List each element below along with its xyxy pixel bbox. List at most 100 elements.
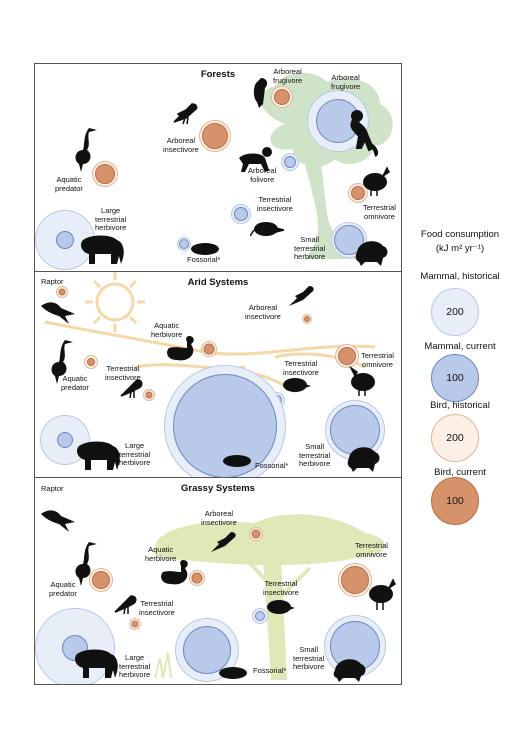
legend-label-mammal-historical: Mammal, historical bbox=[420, 271, 500, 282]
songbird-icon bbox=[120, 379, 143, 398]
songbird-icon bbox=[173, 103, 198, 125]
label-small-terrestrial-herbivore: Small terrestrial herbivore bbox=[294, 235, 326, 261]
legend-value: 100 bbox=[446, 372, 464, 384]
bird-current-circle bbox=[191, 572, 203, 584]
bird-current-circle bbox=[274, 89, 290, 105]
guineafowl-icon bbox=[369, 578, 396, 610]
label-terrestrial-omnivore: Terrestrial omnivore bbox=[355, 541, 388, 559]
label-aquatic-predator: Aquatic predator bbox=[61, 374, 89, 392]
guineafowl-icon bbox=[349, 365, 375, 396]
label-arboreal-insectivore: Arboreal insectivore bbox=[245, 303, 281, 321]
label-fossorial: Fossorial* bbox=[255, 461, 289, 470]
label-large-terrestrial-herbivore: Large terrestrial herbivore bbox=[119, 653, 151, 679]
label-terrestrial-insectivore: Terrestrial insectivore bbox=[105, 364, 141, 382]
legend-label-bird-historical: Bird, historical bbox=[430, 400, 490, 411]
monkey-icon bbox=[350, 110, 379, 157]
songbird-icon bbox=[211, 532, 236, 552]
mole-icon bbox=[219, 667, 247, 679]
mammal-current-circle bbox=[183, 626, 231, 674]
elephant-icon bbox=[77, 441, 120, 470]
legend-circle-mammal-historical: 200 bbox=[431, 288, 479, 336]
elephant-icon bbox=[75, 649, 118, 678]
label-arboreal-frugivore: Arboreal frugivore bbox=[273, 67, 303, 85]
duck-icon bbox=[161, 560, 188, 585]
mammal-current-circle bbox=[57, 432, 73, 448]
label-raptor: Raptor bbox=[41, 484, 64, 493]
label-arboreal-folivore: Arboreal folivore bbox=[248, 166, 277, 184]
songbird-icon bbox=[289, 286, 314, 306]
monkey-icon bbox=[239, 147, 272, 172]
grassy-systems-panel: Grassy Systems Raptor Arboreal insectivo… bbox=[34, 477, 402, 685]
label-terrestrial-insectivore: Terrestrial insectivore bbox=[257, 195, 293, 213]
legend-circle-bird-current: 100 bbox=[431, 477, 479, 525]
label-fossorial: Fossorial* bbox=[187, 255, 221, 264]
label-fossorial: Fossorial* bbox=[253, 666, 287, 675]
panel-title: Forests bbox=[200, 69, 236, 80]
panel-title: Grassy Systems bbox=[181, 483, 255, 494]
panel-title: Arid Systems bbox=[187, 277, 249, 288]
mammal-current-circle bbox=[255, 611, 265, 621]
bird-current-circle bbox=[338, 347, 356, 365]
mole-icon bbox=[191, 243, 219, 255]
rodent-icon bbox=[333, 659, 366, 682]
shrew-icon bbox=[267, 600, 295, 614]
mammal-current-circle bbox=[284, 156, 296, 168]
arid-systems-panel: Arid Systems Raptor Arboreal insectivore… bbox=[34, 271, 402, 478]
label-arboreal-insectivore: Arboreal insectivore bbox=[163, 136, 199, 154]
bird-current-circle bbox=[202, 123, 228, 149]
parrot-icon bbox=[253, 78, 268, 108]
label-large-terrestrial-herbivore: Large terrestrial herbivore bbox=[119, 441, 151, 467]
bird-current-circle bbox=[87, 358, 95, 366]
heron-icon bbox=[51, 340, 73, 384]
bird-current-circle bbox=[131, 620, 139, 628]
bird-current-circle bbox=[203, 343, 215, 355]
raptor-icon bbox=[41, 510, 75, 532]
legend-units: (kJ m² yr⁻¹) bbox=[435, 243, 485, 254]
bird-current-circle bbox=[58, 288, 66, 296]
grassland-tree-background bbox=[153, 514, 385, 680]
bird-current-circle bbox=[95, 164, 115, 184]
label-arboreal-insectivore: Arboreal insectivore bbox=[201, 509, 237, 527]
legend-value: 100 bbox=[446, 495, 464, 507]
rodent-icon bbox=[355, 241, 388, 266]
mammal-current-circle bbox=[62, 635, 88, 661]
label-aquatic-predator: Aquatic predator bbox=[49, 580, 77, 598]
label-aquatic-predator: Aquatic predator bbox=[55, 175, 83, 193]
bird-current-circle bbox=[92, 571, 110, 589]
bird-current-circle bbox=[145, 391, 153, 399]
bird-current-circle bbox=[351, 186, 365, 200]
rodent-icon bbox=[347, 447, 380, 472]
label-arboreal-frugivore: Arboreal frugivore bbox=[331, 73, 361, 91]
label-aquatic-herbivore: Aquatic herbivore bbox=[151, 321, 183, 339]
label-terrestrial-omnivore: Terrestrial omnivore bbox=[363, 203, 396, 221]
heron-icon bbox=[75, 128, 97, 172]
label-aquatic-herbivore: Aquatic herbivore bbox=[145, 545, 177, 563]
mole-icon bbox=[223, 455, 251, 467]
heron-icon bbox=[75, 542, 97, 586]
legend-label-bird-current: Bird, current bbox=[434, 467, 486, 478]
label-raptor: Raptor bbox=[41, 277, 64, 286]
legend-circle-bird-historical: 200 bbox=[431, 414, 479, 462]
songbird-icon bbox=[114, 595, 137, 614]
legend-title: Food consumption bbox=[420, 229, 500, 240]
label-small-terrestrial-herbivore: Small terrestrial herbivore bbox=[293, 645, 325, 671]
raptor-icon bbox=[41, 302, 75, 324]
label-terrestrial-omnivore: Terrestrial omnivore bbox=[361, 351, 394, 369]
legend-label-mammal-current: Mammal, current bbox=[424, 341, 496, 352]
label-large-terrestrial-herbivore: Large terrestrial herbivore bbox=[95, 206, 127, 232]
bird-current-circle bbox=[341, 566, 369, 594]
elephant-icon bbox=[81, 235, 124, 264]
label-terrestrial-insectivore: Terrestrial insectivore bbox=[263, 579, 299, 597]
duck-icon bbox=[167, 336, 194, 361]
mammal-current-circle bbox=[56, 231, 74, 249]
legend-value: 200 bbox=[446, 432, 464, 444]
label-small-terrestrial-herbivore: Small terrestrial herbivore bbox=[299, 442, 331, 468]
shrew-icon bbox=[283, 378, 311, 392]
mammal-current-circle bbox=[173, 374, 277, 477]
bird-current-circle bbox=[304, 316, 310, 322]
bird-current-circle bbox=[251, 529, 261, 539]
legend-circle-mammal-current: 100 bbox=[431, 354, 479, 402]
legend-value: 200 bbox=[446, 306, 464, 318]
label-terrestrial-insectivore: Terrestrial insectivore bbox=[283, 359, 319, 377]
shrew-icon bbox=[250, 222, 284, 237]
